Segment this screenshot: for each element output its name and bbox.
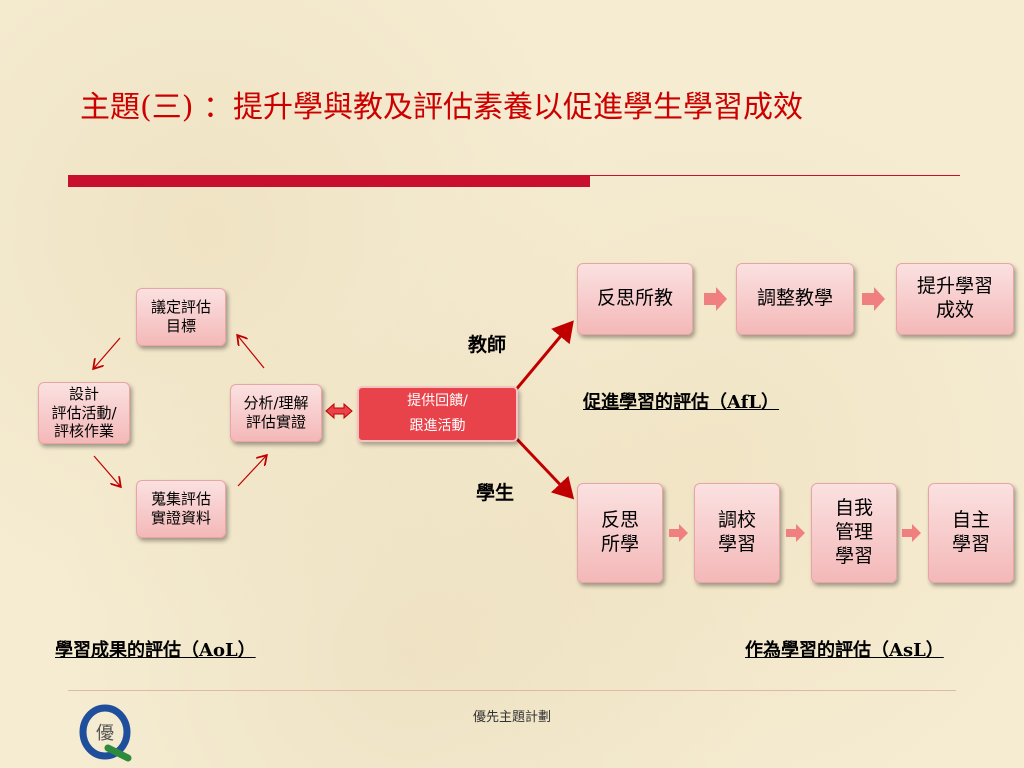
afl-label: 促進學習的評估（AfL） xyxy=(583,392,780,413)
title-underline-thin xyxy=(590,175,960,176)
teacher-step-improve: 提升學習 成效 xyxy=(896,263,1014,335)
aol-label: 學習成果的評估（AoL） xyxy=(55,640,256,661)
cycle-arrow-collect-to-analyze xyxy=(237,456,266,487)
footer-text: 優先主題計劃 xyxy=(472,710,551,725)
branch-arrow-teacher xyxy=(512,320,574,393)
cycle-arrow-analyze-to-goal xyxy=(238,336,265,369)
cycle-node-set-goals: 議定評估 目標 xyxy=(136,288,226,346)
cycle-node-collect: 蒐集評估 實證資料 xyxy=(136,480,226,538)
teacher-step-adjust: 調整教學 xyxy=(736,263,854,335)
chevron-right-icon xyxy=(669,524,688,542)
student-step-self-manage: 自我 管理 學習 xyxy=(811,483,897,583)
chevron-right-icon xyxy=(862,287,885,311)
cycle-arrow-goal-to-design xyxy=(94,337,121,368)
student-step-reflect: 反思 所學 xyxy=(577,483,663,583)
branch-arrow-student xyxy=(512,434,575,500)
title-underline-thick xyxy=(68,175,590,187)
teacher-step-reflect: 反思所教 xyxy=(577,263,693,335)
slide-title: 主題(三) ：提升學與教及評估素養以促進學生學習成效 xyxy=(80,90,803,125)
cycle-node-design: 設計 評估活動/ 評核作業 xyxy=(38,382,130,444)
chevron-right-icon xyxy=(704,287,727,311)
student-label: 學生 xyxy=(476,482,515,504)
cycle-arrow-design-to-collect xyxy=(93,455,120,486)
student-step-adjust: 調校 學習 xyxy=(694,483,780,583)
logo-text: 優 xyxy=(96,723,114,744)
chevron-right-icon xyxy=(902,524,921,542)
footer-divider xyxy=(68,690,956,691)
cycle-node-analyze: 分析/理解 評估實證 xyxy=(230,384,322,442)
teacher-label: 教師 xyxy=(468,334,507,356)
student-step-autonomous: 自主 學習 xyxy=(928,483,1014,583)
asl-label: 作為學習的評估（AsL） xyxy=(745,640,944,661)
double-arrow-icon xyxy=(325,402,353,420)
feedback-node: 提供回饋/ 跟進活動 xyxy=(357,386,518,442)
chevron-right-icon xyxy=(786,524,805,542)
logo-icon: 優 xyxy=(79,704,132,762)
